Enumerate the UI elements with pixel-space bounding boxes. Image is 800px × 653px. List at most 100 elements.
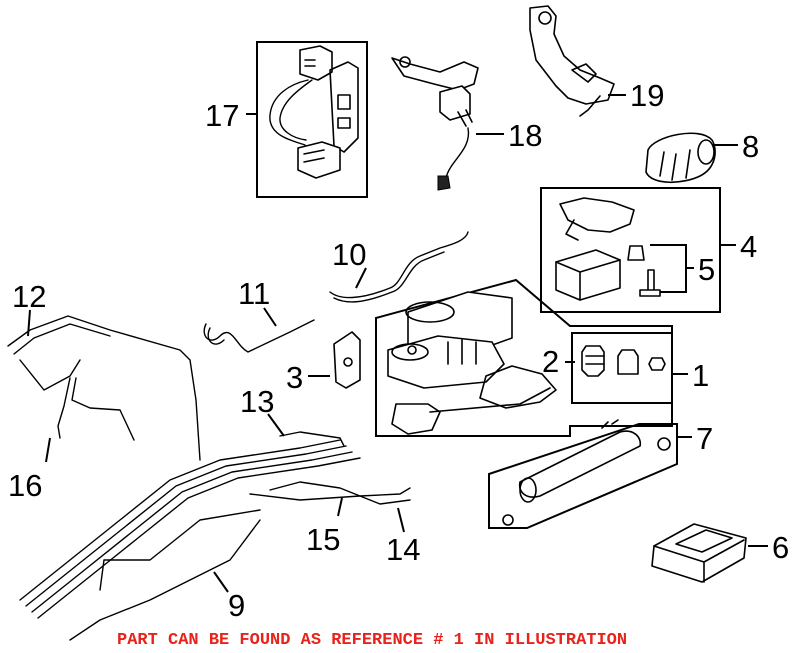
- part-9-line-b: [99, 509, 261, 591]
- part-10-line: [329, 231, 469, 299]
- callout-19: 19: [630, 78, 664, 113]
- part-4-bracket: [559, 197, 635, 233]
- callout-5: 5: [698, 252, 715, 287]
- part-18-lead: [445, 127, 470, 179]
- part-12-line-b: [13, 323, 111, 355]
- bundle-line-1: [19, 439, 341, 601]
- leader-13: [267, 413, 285, 437]
- air-lines-left: [7, 315, 201, 461]
- part-8-filter: [645, 132, 716, 184]
- compressor-motor-end: [405, 301, 455, 323]
- callout-16: 16: [8, 468, 42, 503]
- air-lines-main-bundle: [19, 431, 411, 641]
- part-12-line: [7, 315, 201, 461]
- part-7-box: [488, 423, 678, 529]
- part-1-box: [571, 332, 673, 404]
- part-17-plug: [299, 45, 333, 81]
- part-3-body: [333, 331, 361, 389]
- leader-16: [45, 437, 51, 463]
- part-11-hook: [207, 327, 225, 345]
- part-3-hole: [343, 357, 353, 367]
- callout-18: 18: [508, 118, 542, 153]
- part-13-line: [279, 431, 345, 447]
- part-8-body: [645, 132, 716, 184]
- compressor-mount-left: [391, 403, 441, 435]
- part-17-socket: [297, 141, 341, 179]
- part-1-isolator: [617, 349, 639, 375]
- part-19-body: [529, 5, 615, 105]
- compressor-frame-bar: [429, 387, 551, 413]
- part-1-parts-box: [571, 332, 673, 404]
- compressor-outline: [375, 278, 673, 437]
- part-10-line-b: [333, 251, 445, 303]
- part-6-top-panel: [675, 529, 733, 553]
- part-7-cap: [657, 437, 671, 451]
- callout-11: 11: [238, 276, 270, 311]
- part-8-ribs: [659, 149, 691, 181]
- leader-5: [650, 244, 694, 293]
- part-2-valve-rings: [585, 355, 605, 365]
- part-6-control-module: [651, 523, 747, 583]
- compressor-fins: [447, 339, 477, 365]
- callout-9: 9: [228, 588, 245, 623]
- part-19-sensor-bracket: [529, 5, 615, 117]
- part-17-plug-detail: [304, 59, 316, 67]
- callout-12: 12: [12, 279, 46, 314]
- part-18-arm: [391, 57, 479, 91]
- leader-12: [27, 309, 31, 337]
- part-8-cap: [697, 139, 715, 165]
- part-7-tank-end: [519, 477, 537, 503]
- part-19-tab: [571, 63, 597, 83]
- part-17-socket-detail: [303, 149, 325, 163]
- callout-17: 17: [205, 98, 239, 133]
- part-17-bracket-holes: [337, 94, 351, 129]
- leader-lines: [27, 94, 768, 593]
- part-4-fitting: [627, 245, 645, 261]
- leader-15: [337, 497, 343, 517]
- part-17-cable-b: [279, 79, 313, 141]
- callout-15: 15: [306, 522, 340, 557]
- callout-1: 1: [692, 358, 709, 393]
- part-18-body: [439, 85, 471, 121]
- callout-2: 2: [542, 344, 559, 379]
- callout-6: 6: [772, 530, 789, 565]
- part-7-reservoir-group: [488, 419, 678, 529]
- part-18-bolt: [399, 56, 411, 68]
- part-17-wiring-harness-group: [256, 41, 368, 198]
- callout-3: 3: [286, 360, 303, 395]
- part-4-bracket-arm: [565, 219, 579, 241]
- part-2-valve: [581, 345, 605, 377]
- part-4-bolt-head: [639, 289, 661, 297]
- bundle-line-2: [25, 445, 347, 607]
- compressor-fitting: [407, 345, 417, 355]
- part-18-height-sensor: [391, 56, 479, 191]
- compressor-pump-end: [391, 343, 429, 361]
- part-7-fitting: [601, 419, 619, 429]
- callout-8: 8: [742, 129, 759, 164]
- part-19-pivot: [538, 11, 552, 25]
- part-4-bolt: [647, 269, 655, 293]
- part-6-edges: [653, 539, 745, 583]
- leader-11: [263, 307, 277, 327]
- callout-7: 7: [696, 421, 713, 456]
- callout-13: 13: [240, 384, 274, 419]
- compressor-cradle: [479, 365, 557, 409]
- footer-note: PART CAN BE FOUND AS REFERENCE # 1 IN IL…: [117, 631, 627, 650]
- leader-14: [397, 507, 405, 533]
- part-16-line: [57, 377, 71, 439]
- callout-10: 10: [332, 237, 366, 272]
- part-14-line: [269, 481, 411, 505]
- part-17-box: [256, 41, 368, 198]
- part-1-compressor-assembly: [375, 278, 673, 437]
- part-11-line: [203, 319, 315, 353]
- part-17-cable: [269, 79, 309, 146]
- callout-4: 4: [740, 229, 757, 264]
- part-4-valve-group: [540, 187, 721, 313]
- leader-9: [213, 571, 229, 593]
- part-4-block-edges: [555, 259, 621, 301]
- part-6-body: [651, 523, 747, 583]
- bundle-line-3: [31, 451, 353, 613]
- bundle-line-4: [37, 457, 361, 619]
- part-18-connector: [437, 175, 451, 191]
